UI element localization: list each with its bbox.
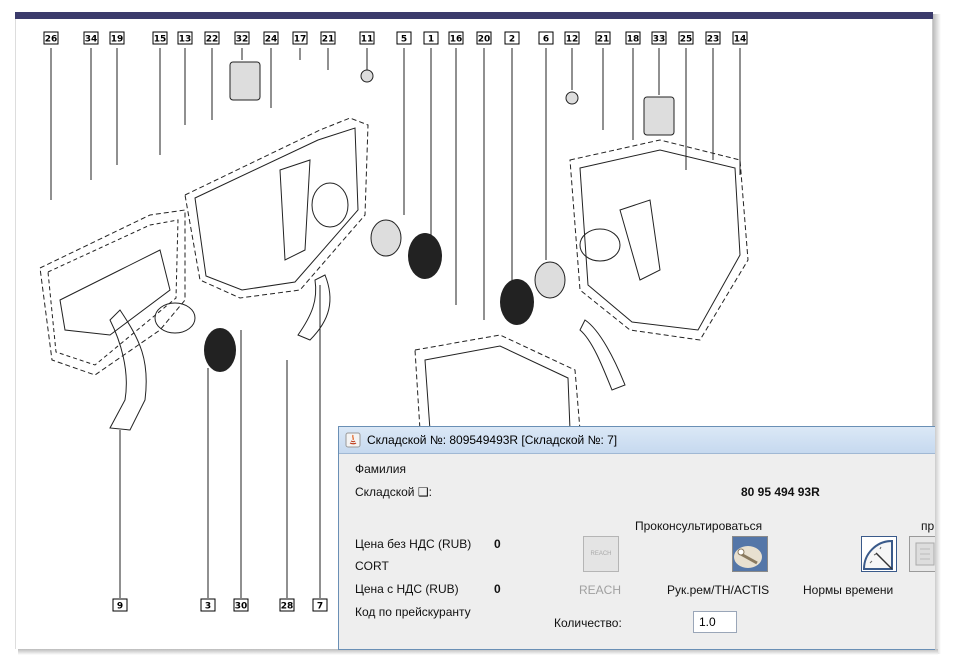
- part-callout-label: 32: [236, 35, 249, 45]
- part-callout-30[interactable]: 30: [233, 598, 249, 612]
- price-no-vat-label: Цена без НДС (RUB): [355, 537, 472, 551]
- part-callout-label: 30: [235, 602, 248, 612]
- quantity-label: Количество:: [554, 616, 622, 630]
- part-callout-5[interactable]: 5: [396, 31, 412, 45]
- part-callout-label: 2: [509, 35, 515, 45]
- part-callout-label: 26: [45, 35, 58, 45]
- part-callout-28[interactable]: 28: [279, 598, 295, 612]
- part-callout-label: 16: [450, 35, 463, 45]
- part-callout-33[interactable]: 33: [651, 31, 667, 45]
- part-callout-22[interactable]: 22: [204, 31, 220, 45]
- part-callout-21[interactable]: 21: [320, 31, 336, 45]
- cort-label: CORT: [355, 559, 389, 573]
- part-callout-32[interactable]: 32: [234, 31, 250, 45]
- pricelist-code-label: Код по прейскуранту: [355, 605, 471, 619]
- part-callout-label: 6: [543, 35, 549, 45]
- part-callout-7[interactable]: 7: [312, 598, 328, 612]
- document-icon: [915, 542, 935, 566]
- stock-number-label: Складской ❑:: [355, 485, 432, 499]
- part-callout-label: 28: [281, 602, 294, 612]
- reach-label: REACH: [579, 583, 622, 597]
- part-callout-23[interactable]: 23: [705, 31, 721, 45]
- stock-number-value: 80 95 494 93R: [741, 485, 820, 499]
- window-shadow-bottom: [18, 649, 938, 655]
- part-callout-label: 33: [653, 35, 666, 45]
- part-callout-16[interactable]: 16: [448, 31, 464, 45]
- part-callout-17[interactable]: 17: [292, 31, 308, 45]
- part-callout-label: 1: [428, 35, 434, 45]
- part-callout-34[interactable]: 34: [83, 31, 99, 45]
- time-norms-label: Нормы времени: [803, 583, 894, 597]
- wrench-icon: [733, 537, 767, 571]
- part-callout-14[interactable]: 14: [732, 31, 748, 45]
- price-no-vat-value: 0: [494, 537, 501, 551]
- part-callout-18[interactable]: 18: [625, 31, 641, 45]
- dialog-title: Складской №: 809549493R [Складской №: 7]: [367, 433, 618, 447]
- truncated-header: пр: [921, 519, 935, 533]
- part-callout-21[interactable]: 21: [595, 31, 611, 45]
- part-callout-label: 3: [205, 602, 211, 612]
- quantity-input[interactable]: [693, 611, 737, 633]
- part-callout-24[interactable]: 24: [263, 31, 279, 45]
- part-callout-label: 23: [707, 35, 720, 45]
- part-callout-12[interactable]: 12: [564, 31, 580, 45]
- reach-icon[interactable]: REACH: [583, 536, 619, 572]
- part-callout-19[interactable]: 19: [109, 31, 125, 45]
- part-callout-9[interactable]: 9: [112, 598, 128, 612]
- part-callout-1[interactable]: 1: [423, 31, 439, 45]
- surname-label: Фамилия: [355, 462, 406, 476]
- dialog-titlebar[interactable]: Складской №: 809549493R [Складской №: 7]: [339, 427, 935, 454]
- part-callout-20[interactable]: 20: [476, 31, 492, 45]
- part-callout-label: 19: [111, 35, 124, 45]
- part-callout-label: 21: [597, 35, 610, 45]
- dialog-body: Фамилия Складской ❑: 80 95 494 93R Проко…: [339, 454, 935, 649]
- part-callout-label: 22: [206, 35, 219, 45]
- window-shadow: [933, 14, 941, 654]
- window-top-bar: [15, 12, 933, 19]
- part-callout-label: 7: [317, 602, 323, 612]
- part-callout-label: 24: [265, 35, 278, 45]
- part-callout-6[interactable]: 6: [538, 31, 554, 45]
- part-callout-label: 34: [85, 35, 98, 45]
- part-callout-label: 5: [401, 35, 407, 45]
- part-callout-25[interactable]: 25: [678, 31, 694, 45]
- part-callout-label: 15: [154, 35, 167, 45]
- clock-icon: [862, 537, 896, 571]
- part-callout-11[interactable]: 11: [359, 31, 375, 45]
- part-callout-label: 13: [179, 35, 192, 45]
- price-vat-value: 0: [494, 582, 501, 596]
- price-vat-label: Цена с НДС (RUB): [355, 582, 459, 596]
- part-callout-label: 14: [734, 35, 747, 45]
- part-callout-label: 20: [478, 35, 491, 45]
- part-callout-3[interactable]: 3: [200, 598, 216, 612]
- part-callout-2[interactable]: 2: [504, 31, 520, 45]
- part-info-dialog: Складской №: 809549493R [Складской №: 7]…: [338, 426, 935, 650]
- repair-manual-label: Рук.рем/TH/ACTIS: [667, 583, 770, 597]
- part-callout-15[interactable]: 15: [152, 31, 168, 45]
- time-norms-icon[interactable]: [861, 536, 897, 572]
- part-callout-13[interactable]: 13: [177, 31, 193, 45]
- extra-icon[interactable]: [909, 536, 935, 572]
- part-callout-label: 17: [294, 35, 307, 45]
- part-callout-label: 18: [627, 35, 640, 45]
- java-icon: [345, 432, 361, 448]
- part-callout-label: 9: [117, 602, 123, 612]
- part-callout-label: 11: [361, 35, 374, 45]
- part-callout-label: 25: [680, 35, 693, 45]
- part-callout-label: 12: [566, 35, 579, 45]
- part-callout-label: 21: [322, 35, 335, 45]
- repair-manual-icon[interactable]: [732, 536, 768, 572]
- part-callout-26[interactable]: 26: [43, 31, 59, 45]
- reach-icon-text: REACH: [590, 551, 612, 557]
- consult-header: Проконсультироваться: [635, 519, 763, 533]
